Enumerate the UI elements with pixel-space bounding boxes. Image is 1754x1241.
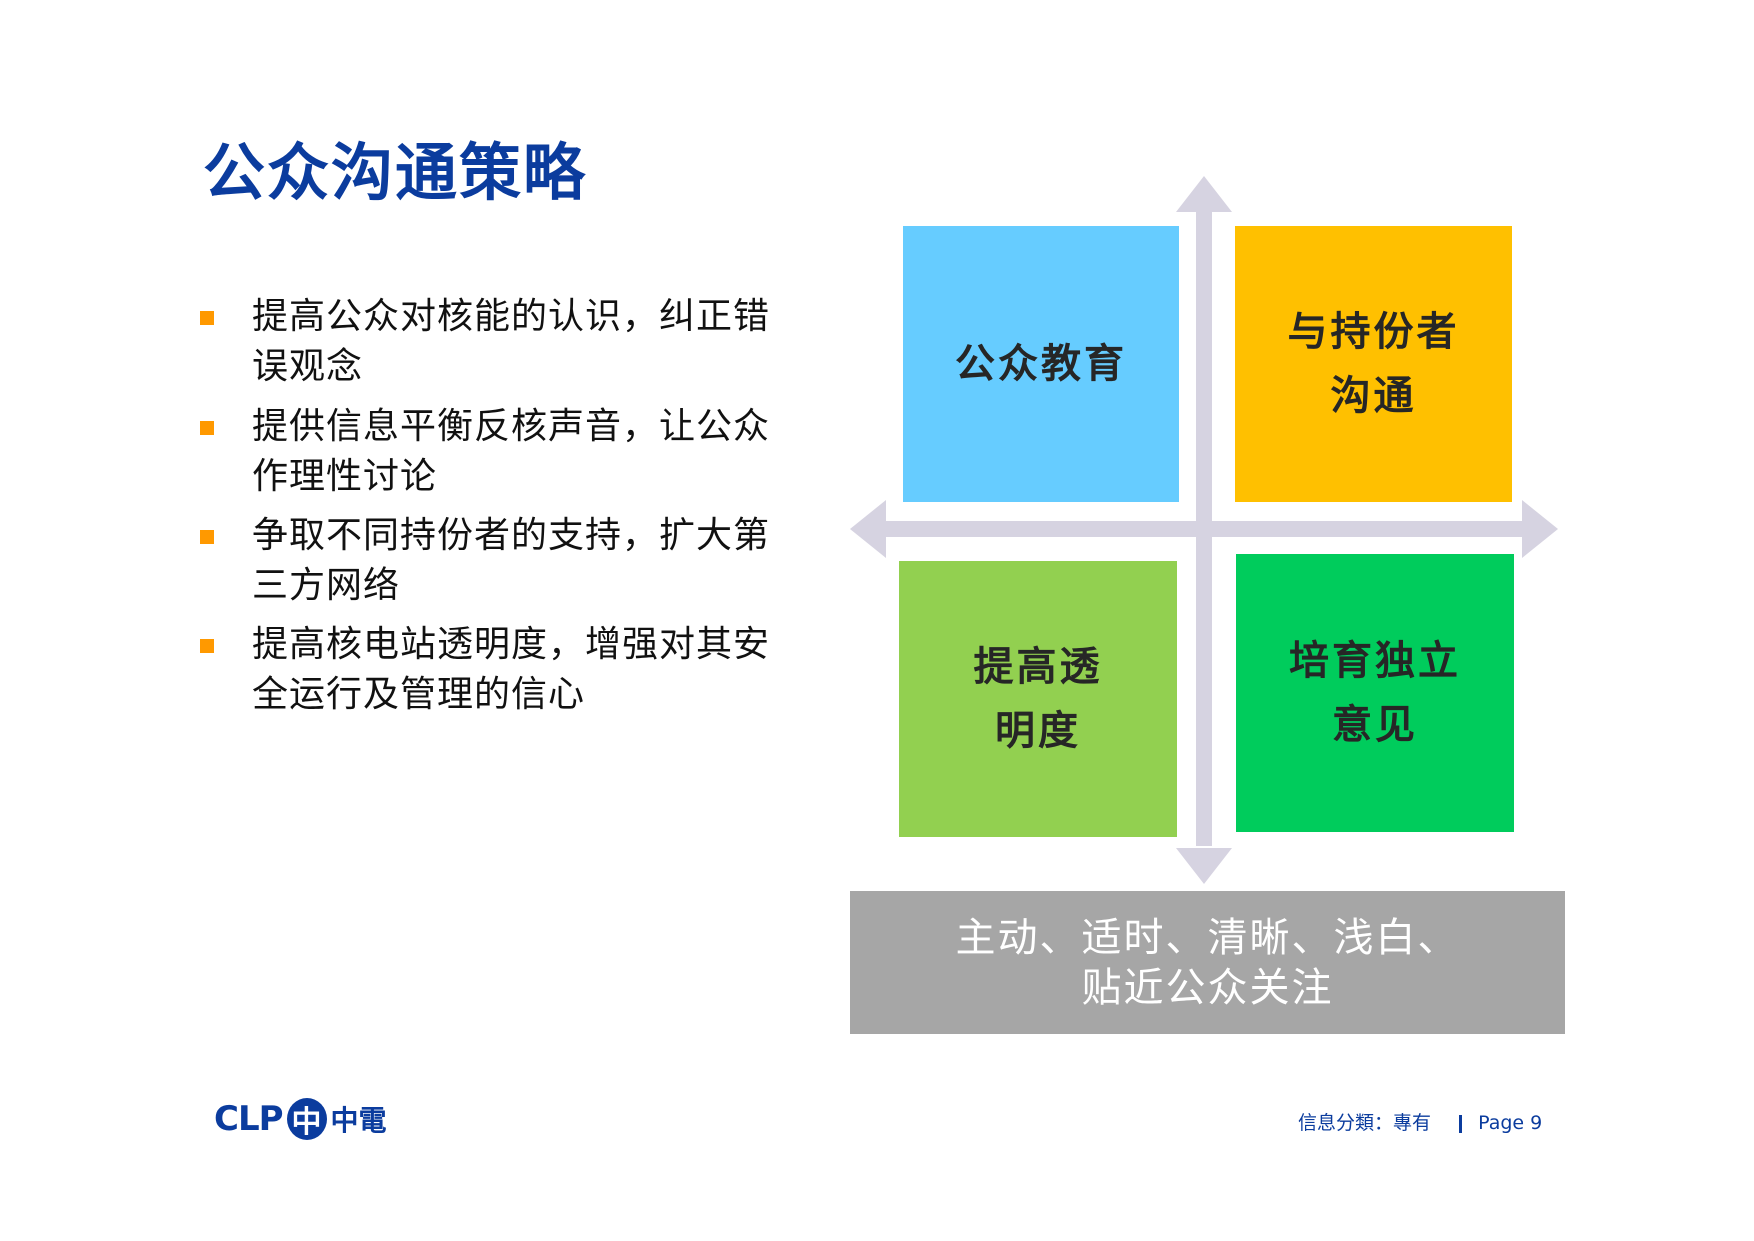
quadrant-label: 提高透: [973, 644, 1103, 690]
bullet-item: 提供信息平衡反核声音，让公众作理性讨论: [252, 402, 792, 502]
logo-mark-icon: 中: [286, 1098, 327, 1140]
bullet-line: 提高核电站透明度，增强对其安: [252, 624, 771, 665]
quadrant-label: 沟通: [1330, 373, 1417, 419]
arrow-up-icon: [1176, 176, 1232, 212]
quadrant-axes-arrows: [850, 176, 1558, 884]
bullet-item: 提高核电站透明度，增强对其安全运行及管理的信心: [252, 620, 792, 720]
quadrant-stakeholder-communication: 与持份者沟通: [1235, 226, 1512, 502]
bullet-line: 提高公众对核能的认识，纠正错: [252, 296, 771, 337]
quadrant-transparency: 提高透明度: [899, 561, 1177, 837]
bullet-item: 争取不同持份者的支持，扩大第三方网络: [252, 511, 792, 611]
classification-label: 信息分類：專有: [1298, 1112, 1432, 1134]
quadrant-independent-opinion: 培育独立意见: [1236, 554, 1514, 832]
horizontal-axis: [880, 521, 1528, 537]
logo-text: CLP: [214, 1099, 284, 1139]
page-number: Page 9: [1478, 1112, 1543, 1134]
bullet-line: 全运行及管理的信心: [252, 674, 586, 715]
footer: 信息分類：專有 Page 9: [1298, 1108, 1542, 1135]
bullet-line: 争取不同持份者的支持，扩大第: [252, 515, 771, 556]
quadrant-label: 公众教育: [955, 341, 1127, 387]
slide-title: 公众沟通策略: [203, 136, 588, 209]
quadrant-label: 与持份者: [1287, 309, 1460, 355]
bullet-marker: [200, 421, 214, 435]
bullet-item: 提高公众对核能的认识，纠正错误观念: [252, 292, 792, 392]
quadrant-public-education: 公众教育: [903, 226, 1179, 502]
logo-cn: 中電: [330, 1104, 387, 1137]
bullet-line: 三方网络: [252, 565, 401, 606]
bullet-marker: [200, 530, 214, 544]
bullet-line: 提供信息平衡反核声音，让公众: [252, 406, 771, 447]
clp-logo: CLP 中 中電: [214, 1098, 387, 1140]
arrow-down-icon: [1176, 848, 1232, 884]
quadrant-label: 明度: [995, 708, 1081, 754]
principles-line: 主动、适时、清晰、浅白、: [955, 914, 1460, 961]
principles-box: 主动、适时、清晰、浅白、 贴近公众关注: [850, 891, 1565, 1034]
footer-divider: [1459, 1114, 1463, 1133]
bullet-marker: [200, 311, 214, 325]
quadrant-label: 培育独立: [1289, 638, 1461, 684]
quadrant-label: 意见: [1332, 702, 1418, 748]
principles-line: 贴近公众关注: [1081, 964, 1334, 1011]
arrow-right-icon: [1522, 500, 1558, 558]
bullet-line: 作理性讨论: [252, 456, 438, 497]
bullet-marker: [200, 639, 214, 653]
arrow-left-icon: [850, 500, 886, 558]
bullet-line: 误观念: [252, 346, 364, 387]
